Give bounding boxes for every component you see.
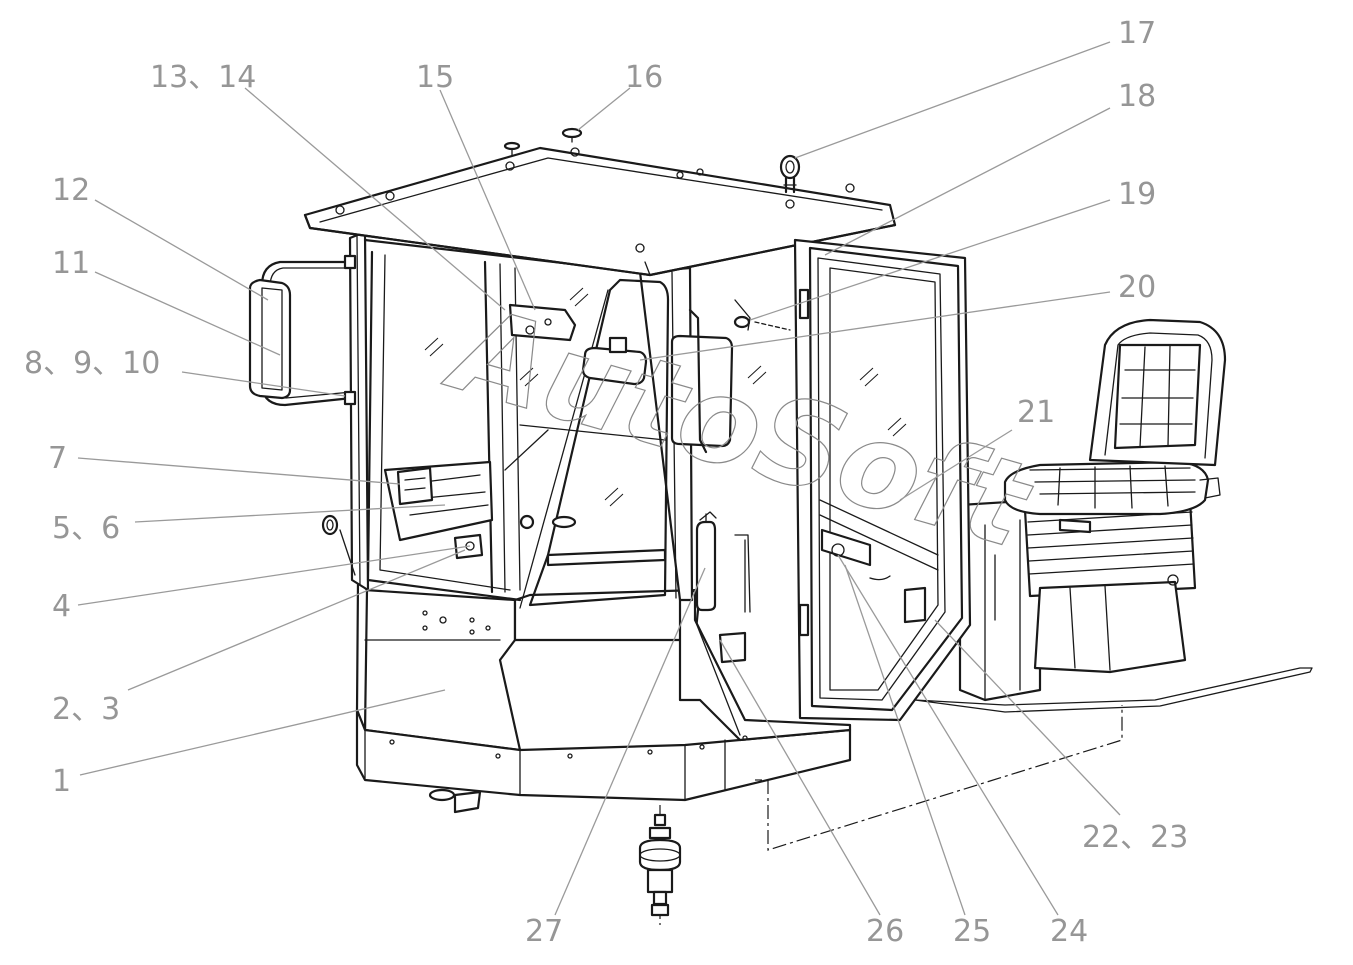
cab-mounts: [428, 705, 1123, 925]
callout-8-9-10: 8、9、10: [24, 346, 160, 381]
roof-hardware: [503, 127, 801, 194]
operator-seat: [914, 318, 1313, 713]
callout-25: 25: [953, 914, 991, 949]
callout-20: 20: [1118, 270, 1156, 305]
callout-17: 17: [1118, 16, 1156, 51]
callout-4: 4: [52, 589, 71, 624]
callout-13-14: 13、14: [150, 60, 256, 95]
callout-26: 26: [866, 914, 904, 949]
callout-1: 1: [52, 764, 71, 799]
callout-7: 7: [48, 441, 67, 476]
callout-27: 27: [525, 914, 563, 949]
callout-11: 11: [52, 246, 90, 281]
callout-15: 15: [416, 60, 454, 95]
leader-lines: [77, 41, 1121, 916]
callout-labels: 17 13、14 15 16 18 12 19 11 20 8、9、10 21 …: [24, 16, 1188, 949]
right-door: [793, 238, 972, 722]
roof: [303, 146, 897, 277]
callout-2-3: 2、3: [52, 692, 120, 727]
callout-18: 18: [1118, 79, 1156, 114]
callout-12: 12: [52, 173, 90, 208]
callout-21: 21: [1017, 395, 1055, 430]
callout-24: 24: [1050, 914, 1088, 949]
callout-5-6: 5、6: [52, 511, 120, 546]
callout-16: 16: [625, 60, 663, 95]
left-mirror: [248, 254, 357, 407]
interior-components: [321, 299, 791, 759]
callout-22-23: 22、23: [1082, 820, 1188, 855]
callout-19: 19: [1118, 177, 1156, 212]
